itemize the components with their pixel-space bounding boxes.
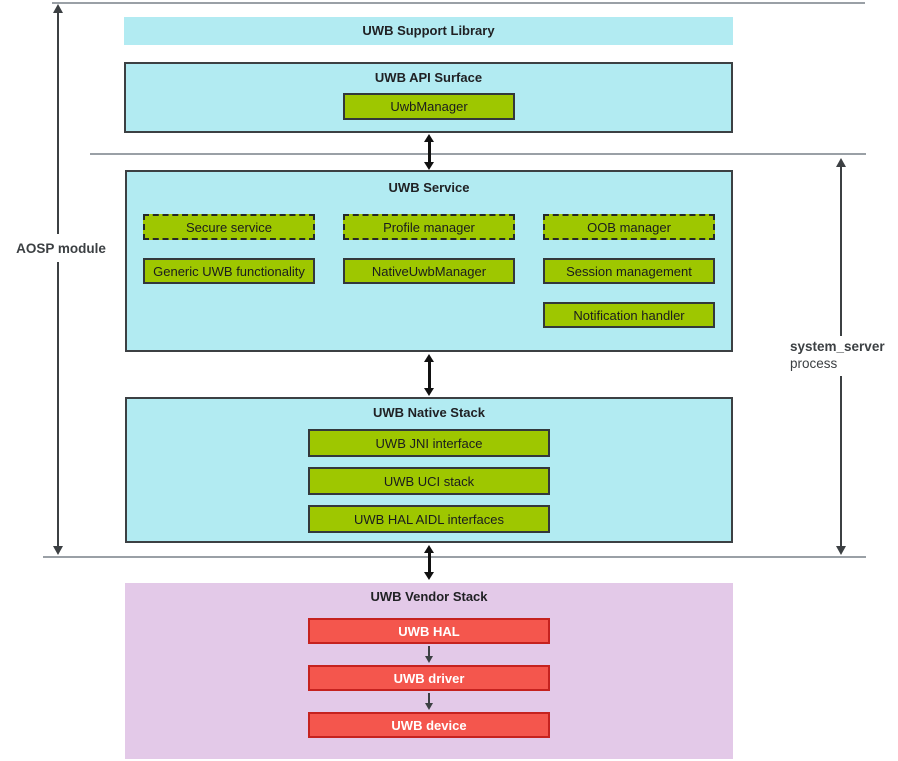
module-session-management: Session management bbox=[543, 258, 715, 284]
module-secure-service: Secure service bbox=[143, 214, 315, 240]
module-uwbmanager: UwbManager bbox=[343, 93, 515, 120]
system-server-top-line bbox=[90, 153, 866, 155]
arrow-driver-to-device-icon bbox=[424, 693, 434, 710]
module-nativeuwbmanager: NativeUwbManager bbox=[343, 258, 515, 284]
double-arrow-api-service-icon bbox=[423, 134, 435, 170]
module-uwb-jni-interface: UWB JNI interface bbox=[308, 429, 550, 457]
aosp-span-arrow-down-icon bbox=[53, 546, 63, 555]
aosp-span-line-upper bbox=[57, 12, 59, 234]
system-server-span-line-upper bbox=[840, 166, 842, 336]
uwb-api-surface-title: UWB API Surface bbox=[374, 70, 483, 85]
system-server-label-line2: process bbox=[790, 356, 838, 371]
uwb-vendor-stack-title: UWB Vendor Stack bbox=[370, 589, 488, 604]
vendor-boundary-line bbox=[43, 556, 866, 558]
module-oob-manager: OOB manager bbox=[543, 214, 715, 240]
layer-uwb-service: UWB Service Secure service Profile manag… bbox=[125, 170, 733, 352]
module-generic-uwb-functionality: Generic UWB functionality bbox=[143, 258, 315, 284]
system-server-span-line-lower bbox=[840, 376, 842, 546]
module-uwb-uci-stack: UWB UCI stack bbox=[308, 467, 550, 495]
system-server-label-line1: system_server bbox=[790, 339, 885, 354]
uwb-native-stack-title: UWB Native Stack bbox=[373, 405, 485, 420]
double-arrow-native-vendor-icon bbox=[423, 545, 435, 580]
aosp-module-label: AOSP module bbox=[16, 241, 106, 256]
system-server-label: system_server process bbox=[790, 338, 885, 372]
layer-uwb-native-stack: UWB Native Stack UWB JNI interface UWB U… bbox=[125, 397, 733, 543]
module-uwb-driver: UWB driver bbox=[308, 665, 550, 691]
module-notification-handler: Notification handler bbox=[543, 302, 715, 328]
aosp-span-line-lower bbox=[57, 262, 59, 546]
arrow-hal-to-driver-icon bbox=[424, 646, 434, 663]
uwb-service-title: UWB Service bbox=[388, 180, 470, 195]
layer-uwb-vendor-stack: UWB Vendor Stack UWB HAL UWB driver UWB … bbox=[125, 583, 733, 759]
module-uwb-device: UWB device bbox=[308, 712, 550, 738]
system-server-span-arrow-up-icon bbox=[836, 158, 846, 167]
aosp-span-arrow-up-icon bbox=[53, 4, 63, 13]
layer-uwb-support-library: UWB Support Library bbox=[124, 17, 733, 45]
top-boundary-line bbox=[52, 2, 865, 4]
system-server-span-arrow-down-icon bbox=[836, 546, 846, 555]
double-arrow-service-native-icon bbox=[423, 354, 435, 396]
uwb-support-library-title: UWB Support Library bbox=[362, 23, 495, 38]
module-profile-manager: Profile manager bbox=[343, 214, 515, 240]
module-uwb-hal: UWB HAL bbox=[308, 618, 550, 644]
layer-uwb-api-surface: UWB API Surface UwbManager bbox=[124, 62, 733, 133]
module-uwb-hal-aidl-interfaces: UWB HAL AIDL interfaces bbox=[308, 505, 550, 533]
